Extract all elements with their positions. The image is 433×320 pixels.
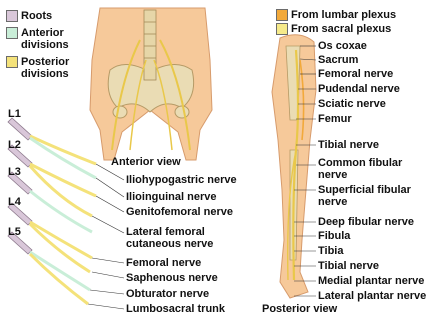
label-fibula: Fibula xyxy=(318,231,350,242)
legend-label-sacral: From sacral plexus xyxy=(291,23,391,35)
root-label-l3: L3 xyxy=(8,166,21,178)
anterior-view-caption: Anterior view xyxy=(111,157,181,168)
label-tibial-nerve-lower: Tibial nerve xyxy=(318,261,379,272)
legend-swatch-lumbar xyxy=(276,9,288,21)
nerve-label-obturator: Obturator nerve xyxy=(126,289,209,300)
legend-label-anterior: Anterior divisions xyxy=(21,27,91,51)
label-tibia: Tibia xyxy=(318,246,343,257)
label-os-coxae: Os coxae xyxy=(318,41,367,52)
nerve-label-lumbosacral-trunk: Lumbosacral trunk xyxy=(126,304,225,315)
label-pudendal-nerve: Pudendal nerve xyxy=(318,84,400,95)
label-lateral-plantar-nerve: Lateral plantar nerve xyxy=(318,291,426,302)
label-deep-fibular-nerve: Deep fibular nerve xyxy=(318,217,414,228)
root-label-l4: L4 xyxy=(8,196,21,208)
nerve-label-ilioinguinal: Ilioinguinal nerve xyxy=(126,192,216,203)
nerve-label-lateral-femoral-cutaneous: Lateral femoral cutaneous nerve xyxy=(126,226,244,250)
label-sciatic-nerve: Sciatic nerve xyxy=(318,99,386,110)
label-tibial-nerve-upper: Tibial nerve xyxy=(318,140,379,151)
label-medial-plantar-nerve: Medial plantar nerve xyxy=(318,276,424,287)
legend-swatch-anterior xyxy=(6,27,18,39)
anterior-body-figure xyxy=(90,8,212,160)
legend-label-roots: Roots xyxy=(21,10,91,22)
label-superficial-fibular-nerve: Superficial fibular nerve xyxy=(318,184,430,208)
legend-label-posterior: Posterior divisions xyxy=(21,56,91,80)
legend-swatch-roots xyxy=(6,10,18,22)
nerve-label-femoral: Femoral nerve xyxy=(126,258,201,269)
legend-swatch-sacral xyxy=(276,23,288,35)
label-sacrum: Sacrum xyxy=(318,55,358,66)
label-common-fibular-nerve: Common fibular nerve xyxy=(318,157,418,181)
nerve-label-saphenous: Saphenous nerve xyxy=(126,273,218,284)
nerve-label-genitofemoral: Genitofemoral nerve xyxy=(126,207,233,218)
nerve-label-iliohypogastric: Iliohypogastric nerve xyxy=(126,175,237,186)
posterior-view-caption: Posterior view xyxy=(262,304,337,315)
legend-swatch-posterior xyxy=(6,56,18,68)
legend-label-lumbar: From lumbar plexus xyxy=(291,9,396,21)
label-femur: Femur xyxy=(318,114,352,125)
label-femoral-nerve: Femoral nerve xyxy=(318,69,393,80)
root-label-l2: L2 xyxy=(8,139,21,151)
root-label-l5: L5 xyxy=(8,226,21,238)
posterior-leg-figure xyxy=(272,35,316,298)
root-label-l1: L1 xyxy=(8,108,21,120)
